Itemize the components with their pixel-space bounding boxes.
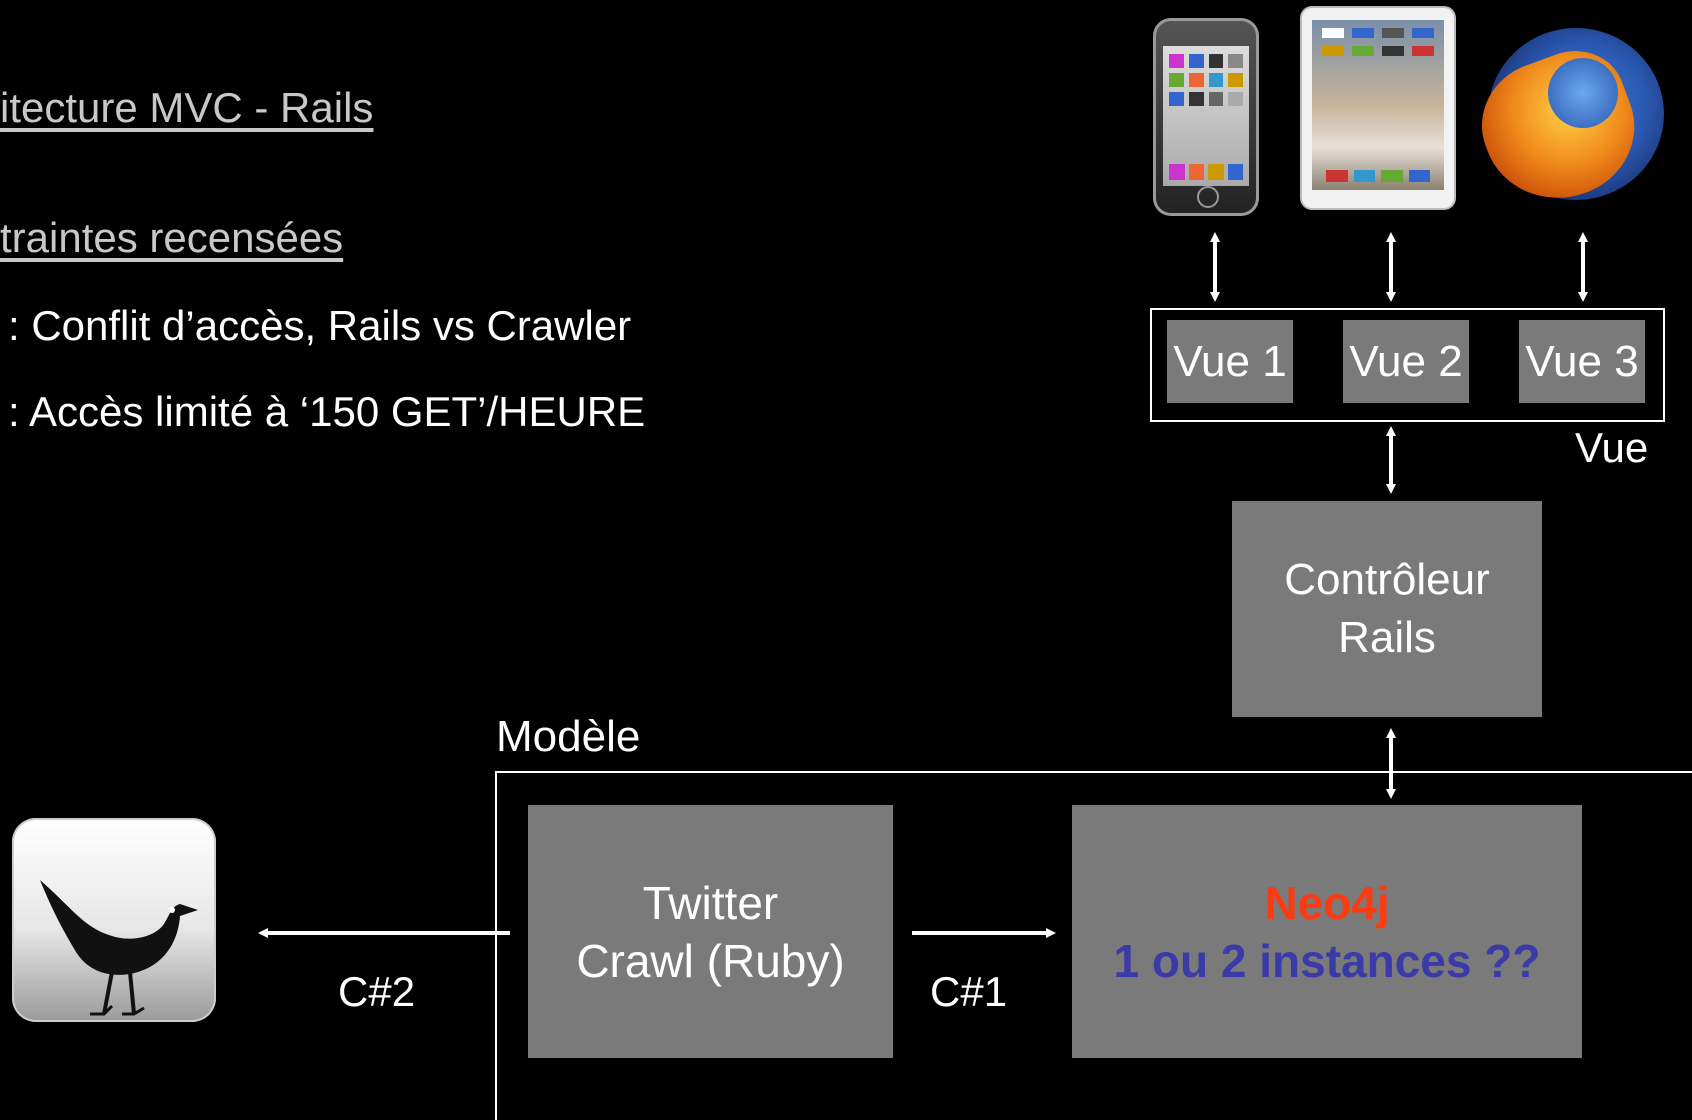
view-box-2-label: Vue 2	[1349, 336, 1463, 386]
constraint-item-2: : Accès limité à ‘150 GET’/HEURE	[8, 388, 646, 435]
neo4j-title: Neo4j	[1264, 876, 1390, 929]
crawler-line-1: Twitter	[642, 876, 779, 929]
view-box-3-label: Vue 3	[1525, 336, 1639, 386]
neo4j-box: Neo4j 1 ou 2 instances ??	[1072, 805, 1582, 1058]
view-box-3: Vue 3	[1519, 320, 1645, 403]
mvc-heading: itecture MVC - Rails	[0, 84, 374, 131]
view-box-1-label: Vue 1	[1173, 336, 1287, 386]
constraint-item-1: : Conflit d’accès, Rails vs Crawler	[8, 302, 632, 349]
view-box-2: Vue 2	[1343, 320, 1469, 403]
twitter-bird-icon	[12, 818, 216, 1022]
c2-label: C#2	[338, 968, 416, 1015]
neo4j-subtitle: 1 ou 2 instances ??	[1113, 934, 1541, 987]
controller-line-1: Contrôleur	[1284, 555, 1490, 604]
firefox-icon	[1464, 28, 1664, 220]
crawler-box: Twitter Crawl (Ruby)	[528, 805, 893, 1058]
controller-box: Contrôleur Rails	[1232, 501, 1542, 717]
ipad-icon	[1302, 8, 1454, 208]
view-group-label: Vue	[1575, 424, 1649, 471]
view-box-1: Vue 1	[1167, 320, 1293, 403]
model-frame	[495, 771, 1692, 1120]
iphone-icon	[1153, 18, 1259, 216]
view-group-frame	[1150, 308, 1665, 422]
constraints-heading: traintes recensées	[0, 214, 344, 261]
c1-label: C#1	[930, 968, 1008, 1015]
crawler-line-2: Crawl (Ruby)	[576, 934, 845, 987]
model-label: Modèle	[496, 712, 641, 761]
controller-line-2: Rails	[1338, 613, 1436, 662]
